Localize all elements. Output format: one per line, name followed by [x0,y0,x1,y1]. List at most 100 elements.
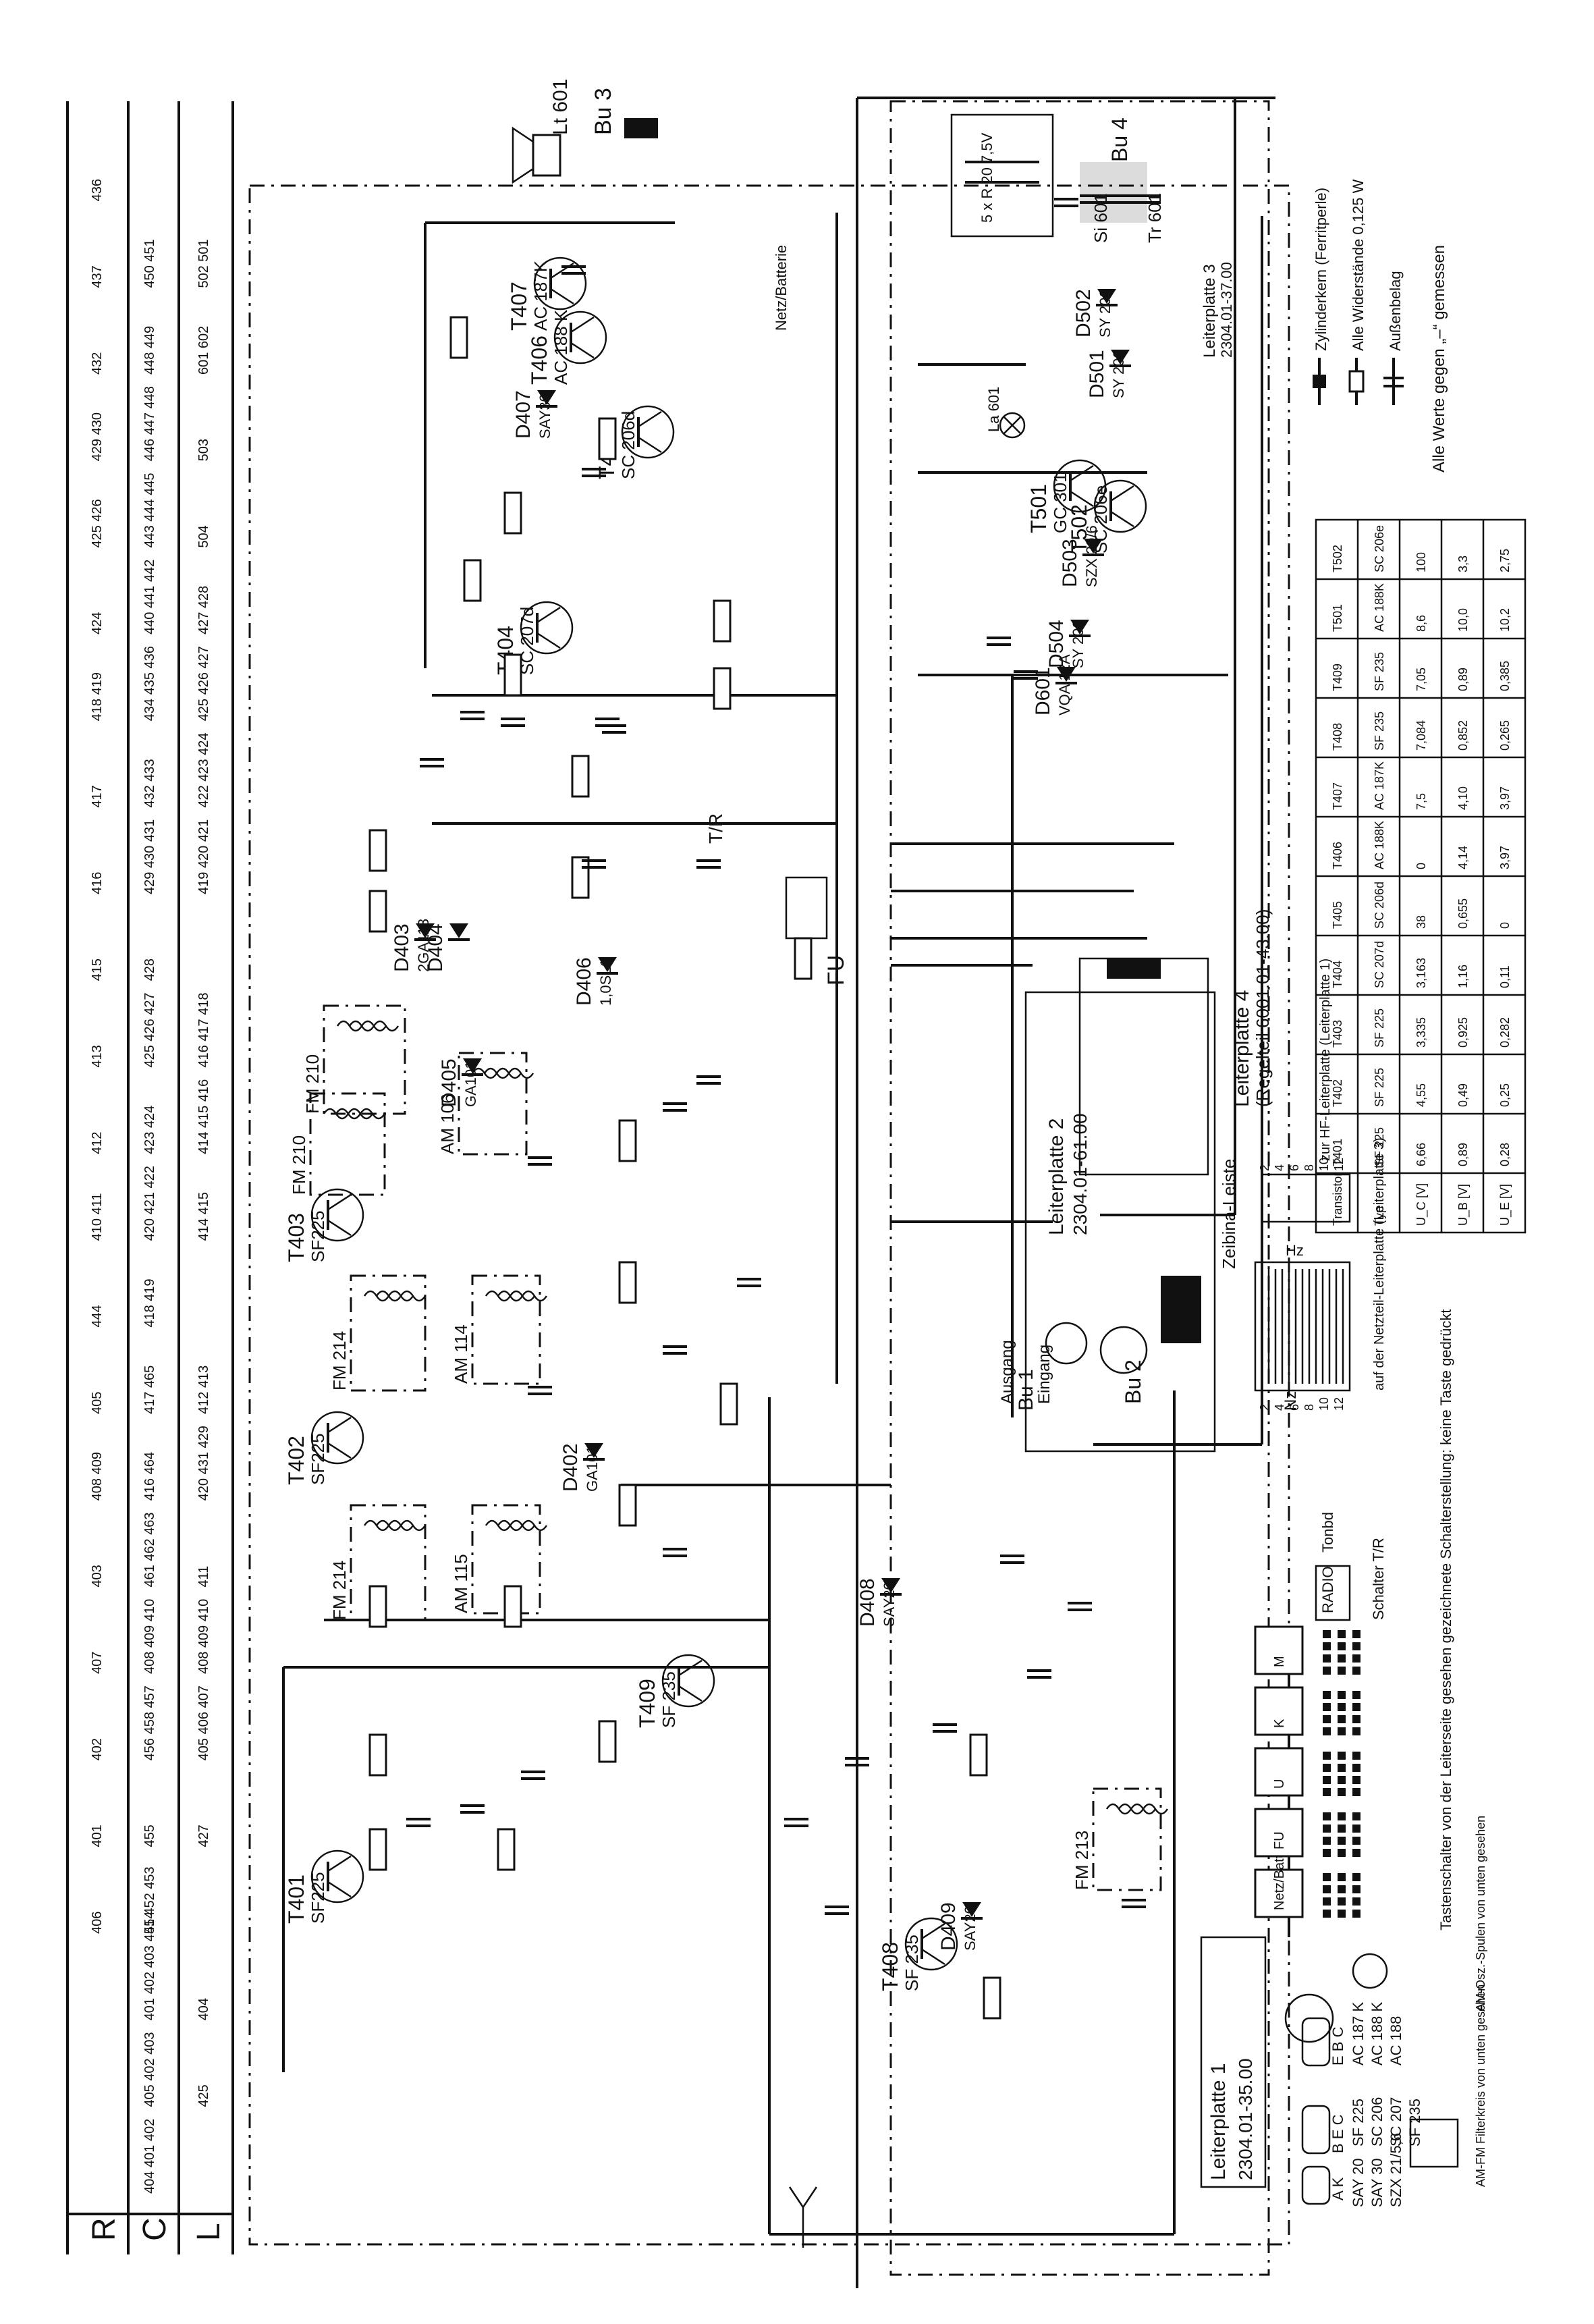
osz-caption: AM-Osz.-Spulen von unten gesehen [1474,1816,1487,2011]
capacitor [987,637,1011,646]
switch-contact [1323,1727,1331,1735]
bus-wires [282,97,1275,2288]
ref-c-cell: 443 444 445 [142,472,157,547]
diode-type: SAY30 [537,394,553,439]
switch-contact [1352,1764,1361,1772]
pinout-diode-type: SZX 21/5,6 [1387,2133,1404,2207]
switch-contact [1338,1910,1346,1918]
diode-ref: D503 [1059,539,1081,587]
diode-type: SAY20 [962,1906,979,1951]
ref-l-cell: 601 602 [196,326,211,375]
switch-contact [1338,1667,1346,1675]
misc-labels: Netz/Batterie T/R FU [705,245,849,985]
capacitor [845,1757,869,1766]
ref-l-cell: 408 409 410 [196,1599,211,1674]
diode-ref: D504 [1045,620,1068,668]
zeibina-unit: Hz [1286,1242,1304,1259]
ref-r-cell: 412 [90,1132,105,1154]
zeibina-scale-right: 8 [1302,1164,1316,1171]
ref-c-cell: 461 462 463 [142,1512,157,1587]
switch-contact [1323,1812,1331,1820]
filter-fm214: FM 214 [329,1504,427,1621]
bu4-label: Bu 4 [1107,117,1132,162]
voltage-table-cell: 0 [1414,863,1428,869]
voltage-table-cell: AC 187K [1373,761,1386,810]
switch-contact [1323,1825,1331,1833]
capacitor [460,711,485,720]
voltage-table-cell: 4,55 [1414,1083,1428,1107]
switch-contact [1352,1788,1361,1796]
row-label-r: R [86,2217,122,2241]
switch-button [1254,1747,1304,1797]
board-4-label: Leiterplatte 4 [1231,990,1253,1107]
board-3-number: 2304.01-37.00 [1218,262,1235,358]
filter-label: FM 213 [1072,1831,1092,1890]
board-2-box: Leiterplatte 2 2304.01-61.00 Leiterplatt… [1024,909,1273,1453]
tr-switch-label: T/R [705,813,726,844]
voltage-table-cell: 4,10 [1456,786,1470,810]
resistor [969,1733,988,1777]
voltage-table-header: Transistor [1331,1172,1344,1226]
bu2-label: Bu 2 [1121,1359,1145,1404]
power-section: 5 x R 20 7,5V Bu 4 Si 601 Tr 601 La 601 [950,113,1165,439]
voltage-table-cell: 2,75 [1498,549,1512,572]
ref-r-cell: 432 [90,352,105,375]
bu1-label: Bu 1 [1015,1369,1037,1411]
voltage-table-cell: AC 188K [1373,583,1386,632]
ausgang-label: Ausgang [998,1340,1016,1404]
capacitor [1122,1899,1146,1908]
capacitor [737,1278,761,1287]
ref-c-cell: 417 465 [142,1366,157,1414]
capacitor [528,1156,552,1166]
transistor-ref: T401 [284,1874,308,1924]
coil-caption: AM-FM Filterkreis von unten gesehen [1474,1984,1487,2187]
bu3-label: Bu 3 [590,88,616,135]
row-label-l: L [191,2223,227,2241]
voltage-table-cell: 0 [1498,922,1512,929]
voltage-table-cell: 7,084 [1414,720,1428,751]
capacitor [933,1723,957,1733]
switch-contact [1323,1837,1331,1845]
switch-contact [1338,1897,1346,1906]
voltage-table-cell: 0,49 [1456,1083,1470,1107]
switch-contact [1352,1812,1361,1820]
voltage-table-cell: 4,14 [1456,846,1470,869]
fu-label: FU [823,955,849,985]
capacitor [1014,670,1038,680]
voltage-table-header: T402 [1331,1079,1344,1107]
resistor [618,1119,637,1162]
capacitor [784,1818,808,1827]
ref-c-cell: 404 401 402 [142,2119,157,2194]
voltage-table-header: T407 [1331,782,1344,810]
switch-contact [1338,1885,1346,1893]
transistor-type: SF 235 [659,1671,679,1728]
switch-contact [1323,1849,1331,1857]
switch-button [1254,1686,1304,1736]
ref-l-cell: 411 [196,1566,211,1588]
capacitor [696,1075,721,1085]
voltage-table-cell: 0,28 [1498,1143,1512,1166]
antenna [788,2186,818,2248]
switch-contact [1338,1873,1346,1881]
ref-l-cell: 404 [196,1998,211,2020]
pinout-transistor-type: SC 207 [1387,2097,1404,2146]
diode-ref: D404 [424,923,447,972]
filter-label: FM 210 [289,1135,309,1195]
switch-contact [1338,1752,1346,1760]
board-2-label: Leiterplatte 2 [1045,1118,1068,1235]
pkg3-label: E B C [1329,2026,1346,2065]
voltage-table-header: T502 [1331,545,1344,572]
diode-type: SZX 20/6 [1083,525,1100,587]
pinout-transistor-type: AC 188 [1387,2016,1404,2065]
voltage-table-cell: SF 225 [1373,1127,1386,1166]
ref-c-cell: 446 447 448 [142,386,157,461]
diode-ref: D409 [937,1902,960,1951]
